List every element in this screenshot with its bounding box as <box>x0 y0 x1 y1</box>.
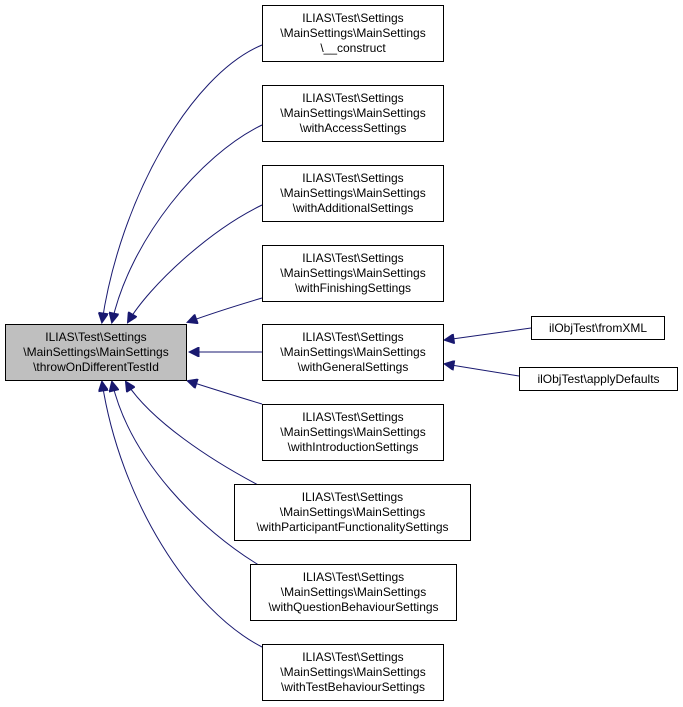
node-with-question-behaviour-settings[interactable]: ILIAS\Test\Settings \MainSettings\MainSe… <box>250 564 457 621</box>
node-line: \MainSettings\MainSettings <box>279 505 426 519</box>
node-line: \withParticipantFunctionalitySettings <box>256 520 449 534</box>
node-line: ILIAS\Test\Settings <box>302 91 404 105</box>
node-throw-on-different-test-id[interactable]: ILIAS\Test\Settings \MainSettings\MainSe… <box>5 324 187 381</box>
node-line: \MainSettings\MainSettings <box>280 665 426 679</box>
node-line: \withIntroductionSettings <box>287 440 419 454</box>
node-line: \withQuestionBehaviourSettings <box>268 600 439 614</box>
node-line: \withTestBehaviourSettings <box>280 680 426 694</box>
edge-construct-to-main <box>102 44 263 322</box>
node-with-finishing-settings[interactable]: ILIAS\Test\Settings \MainSettings\MainSe… <box>262 245 444 302</box>
node-line: ilObjTest\applyDefaults <box>537 371 660 386</box>
node-line: ILIAS\Test\Settings <box>301 490 404 504</box>
node-line: \withAccessSettings <box>299 121 407 135</box>
edge-introduction-to-main <box>188 381 263 405</box>
node-with-test-behaviour-settings[interactable]: ILIAS\Test\Settings \MainSettings\MainSe… <box>262 644 444 701</box>
node-line: \withFinishingSettings <box>294 281 412 295</box>
node-with-general-settings[interactable]: ILIAS\Test\Settings \MainSettings\MainSe… <box>262 324 444 381</box>
node-line: \MainSettings\MainSettings <box>280 585 427 599</box>
edge-applydefaults-to-general <box>445 364 520 377</box>
node-line: ilObjTest\fromXML <box>548 320 648 335</box>
node-line: ILIAS\Test\Settings <box>302 570 405 584</box>
node-line: \__construct <box>320 41 386 55</box>
node-line: \MainSettings\MainSettings <box>280 266 426 280</box>
node-line: \MainSettings\MainSettings <box>280 26 426 40</box>
node-line: \MainSettings\MainSettings <box>280 106 426 120</box>
node-line: \withAdditionalSettings <box>292 201 414 215</box>
edge-fromxml-to-general <box>445 327 532 340</box>
node-with-participant-functionality-settings[interactable]: ILIAS\Test\Settings \MainSettings\MainSe… <box>234 484 471 541</box>
node-line: \MainSettings\MainSettings <box>23 345 169 359</box>
node-line: ILIAS\Test\Settings <box>302 251 404 265</box>
node-line: ILIAS\Test\Settings <box>302 330 404 344</box>
node-line: \MainSettings\MainSettings <box>280 186 426 200</box>
edge-access-to-main <box>112 124 263 322</box>
node-line: \MainSettings\MainSettings <box>280 425 426 439</box>
edge-testbehaviour-to-main <box>102 382 263 648</box>
node-line: \MainSettings\MainSettings <box>280 345 426 359</box>
edge-additional-to-main <box>128 204 263 322</box>
node-line: ILIAS\Test\Settings <box>302 410 404 424</box>
edge-question-to-main <box>112 382 263 568</box>
node-ilobjtest-fromxml[interactable]: ilObjTest\fromXML <box>531 316 665 340</box>
node-line: ILIAS\Test\Settings <box>302 171 404 185</box>
node-line: ILIAS\Test\Settings <box>302 650 404 664</box>
node-construct[interactable]: ILIAS\Test\Settings \MainSettings\MainSe… <box>262 5 444 62</box>
node-line: ILIAS\Test\Settings <box>302 11 404 25</box>
node-line: \withGeneralSettings <box>297 360 409 374</box>
node-with-introduction-settings[interactable]: ILIAS\Test\Settings \MainSettings\MainSe… <box>262 404 444 461</box>
node-line: \throwOnDifferentTestId <box>33 360 159 374</box>
node-with-access-settings[interactable]: ILIAS\Test\Settings \MainSettings\MainSe… <box>262 85 444 142</box>
edge-finishing-to-main <box>188 297 263 322</box>
node-with-additional-settings[interactable]: ILIAS\Test\Settings \MainSettings\MainSe… <box>262 165 444 222</box>
edge-participant-to-main <box>126 382 263 488</box>
node-ilobjtest-applydefaults[interactable]: ilObjTest\applyDefaults <box>519 367 678 391</box>
node-line: ILIAS\Test\Settings <box>45 330 147 344</box>
